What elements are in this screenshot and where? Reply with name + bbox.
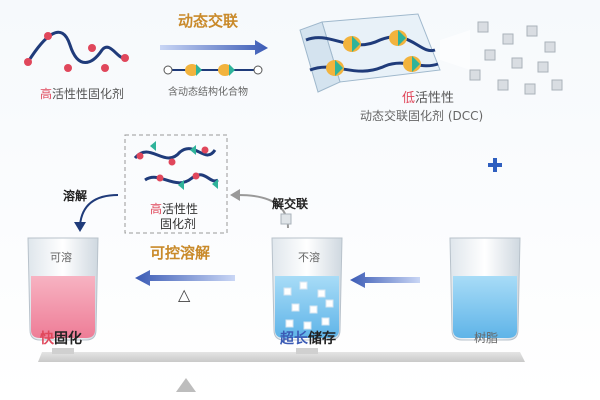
fast-cure-prefix: 快 — [40, 331, 54, 347]
dashed-box-label-line2: 固化剂 — [160, 217, 197, 231]
dynamic-compound-icon — [163, 64, 263, 76]
dcc-particles-icon — [469, 21, 563, 95]
dcc-network-icon — [299, 13, 470, 93]
beaker-left — [27, 237, 99, 341]
crosslink-arrow — [160, 40, 268, 55]
dcc-prefix: 低 — [402, 91, 416, 106]
beaker-left-label: 可溶 — [50, 251, 72, 264]
plus-icon — [488, 158, 502, 172]
dashed-box-label-line1: 高活性性 — [150, 203, 198, 215]
released-agent-icon — [133, 141, 219, 190]
curing-agent-molecule-icon — [24, 30, 129, 72]
beaker-middle — [271, 237, 343, 341]
fast-cure-label: 快固化 — [40, 332, 82, 346]
triangle-label: △ — [178, 285, 191, 304]
beaker-right — [449, 237, 521, 341]
long-storage-rest: 储存 — [308, 331, 336, 347]
decrosslink-label: 解交联 — [272, 197, 309, 211]
dashed-box — [124, 134, 228, 234]
seesaw — [38, 348, 525, 392]
crosslink-label: 动态交联 — [178, 12, 239, 30]
curing-agent-label: 高活性性固化剂 — [40, 88, 124, 100]
resin-label: 树脂 — [474, 331, 499, 345]
resin-arrow — [350, 272, 420, 288]
dcc-label-line1: 低活性性 — [402, 92, 454, 105]
beaker-middle-label: 不溶 — [298, 251, 320, 264]
curing-agent-rest: 活性性固化剂 — [52, 87, 125, 101]
monomer-label: 含动态结构化合物 — [168, 87, 248, 98]
long-storage-prefix: 超长 — [280, 331, 308, 347]
controlled-dissolve-label: 可控溶解 — [150, 244, 211, 262]
cube-icon — [280, 213, 292, 225]
dashed-box-rest: 活性性 — [162, 202, 199, 216]
controlled-dissolve-arrow — [135, 270, 235, 286]
dissolve-arrow — [79, 194, 119, 226]
dcc-rest: 活性性 — [415, 91, 455, 106]
fast-cure-rest: 固化 — [54, 331, 82, 347]
curing-agent-prefix: 高 — [40, 87, 53, 101]
dcc-label-line2: 动态交联固化剂 (DCC) — [360, 109, 484, 123]
long-storage-label: 超长储存 — [280, 332, 336, 346]
dissolve-label: 溶解 — [63, 189, 88, 203]
dashed-box-prefix: 高 — [150, 202, 163, 216]
